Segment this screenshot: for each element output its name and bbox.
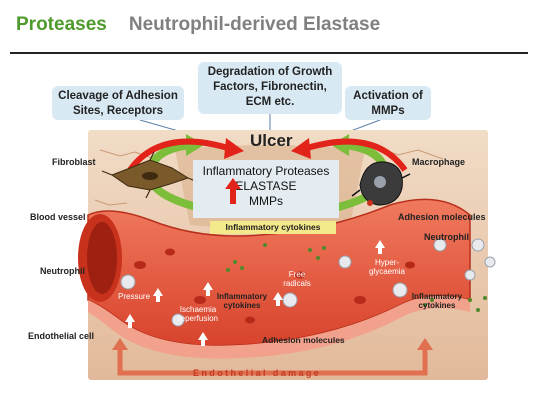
title-divider [10, 52, 528, 54]
callout-cleavage: Cleavage of Adhesion Sites, Receptors [52, 86, 184, 120]
label-inflammatory-cytokines-right: Inflammatory cytokines [405, 292, 469, 310]
macrophage-cell [351, 161, 411, 206]
label-adhesion-molecules-right: Adhesion molecules [398, 212, 486, 222]
fibroblast-cell [101, 151, 199, 199]
free-radicals-text: Free radicals [283, 270, 311, 288]
label-endothelial-cell: Endothelial cell [28, 331, 95, 341]
label-macrophage: Macrophage [412, 157, 466, 167]
label-endothelial-damage: Endothelial damage [193, 368, 322, 378]
increase-arrow-icon [225, 178, 241, 204]
ischaemia-text: Ischaemia reperfusion [177, 305, 219, 323]
center-line3: MMPs [249, 194, 283, 208]
label-blood-vessel: Blood vessel [30, 212, 86, 222]
skin-cracks [94, 147, 463, 215]
label-neutrophil-left: Neutrophil [40, 266, 85, 276]
title-elastase: Neutrophil-derived Elastase [128, 14, 381, 35]
white-arrows [125, 240, 385, 346]
red-arrow-left [127, 138, 229, 172]
label-pressure: Pressure [118, 292, 151, 301]
red-arrow-right [306, 138, 408, 172]
label-hyperglycaemia: Hyper- glycaemia [362, 258, 412, 276]
label-ischaemia: Ischaemia reperfusion [168, 305, 228, 323]
cytokines-mid-text: Inflammatory cytokines [216, 292, 268, 310]
red-blood-cells [134, 248, 415, 324]
vessel-wall [88, 296, 470, 359]
cytokine-dots [226, 243, 487, 312]
endothelial-damage-arrow [117, 345, 428, 376]
cytokines-right-text: Inflammatory cytokines [411, 292, 463, 310]
label-neutrophil-right: Neutrophil [424, 232, 469, 242]
inflammatory-cytokines-band: Inflammatory cytokines [210, 221, 336, 234]
label-inflammatory-cytokines-mid: Inflammatory cytokines [212, 292, 272, 310]
ulcer-label: Ulcer [250, 131, 293, 150]
hyperglycaemia-text: Hyper- glycaemia [368, 258, 405, 276]
neutrophil-cells [120, 238, 496, 327]
label-adhesion-molecules-bottom: Adhesion molecules [262, 335, 345, 345]
inflammatory-proteases-box: Inflammatory Proteases ELASTASE MMPs [193, 160, 339, 218]
callout-degradation: Degradation of Growth Factors, Fibronect… [198, 62, 342, 114]
center-line1: Inflammatory Proteases [202, 164, 330, 178]
center-line2: ELASTASE [235, 179, 297, 193]
label-free-radicals: Free radicals [277, 270, 317, 288]
page-title: Proteases Neutrophil-derived Elastase [16, 14, 380, 36]
callout-mmp-activation: Activation of MMPs [345, 86, 431, 120]
label-fibroblast: Fibroblast [52, 157, 96, 167]
title-proteases: Proteases [16, 14, 107, 35]
